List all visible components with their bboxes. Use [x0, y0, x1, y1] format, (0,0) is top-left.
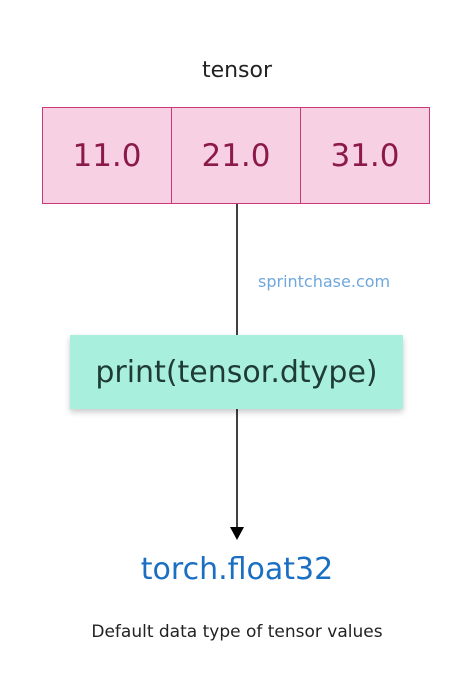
tensor-cell-1: 21.0 — [172, 108, 301, 203]
tensor-array: 11.0 21.0 31.0 — [42, 107, 430, 204]
tensor-cell-2: 31.0 — [330, 137, 400, 174]
arrowhead-icon — [230, 527, 244, 540]
tensor-label: tensor — [201, 58, 273, 83]
function-call-box: print(tensor.dtype) — [70, 335, 403, 409]
tensor-cell-0: 11.0 — [43, 108, 172, 203]
result-dtype: torch.float32 — [140, 552, 334, 587]
caption: Default data type of tensor values — [91, 622, 383, 642]
watermark: sprintchase.com — [258, 272, 391, 291]
